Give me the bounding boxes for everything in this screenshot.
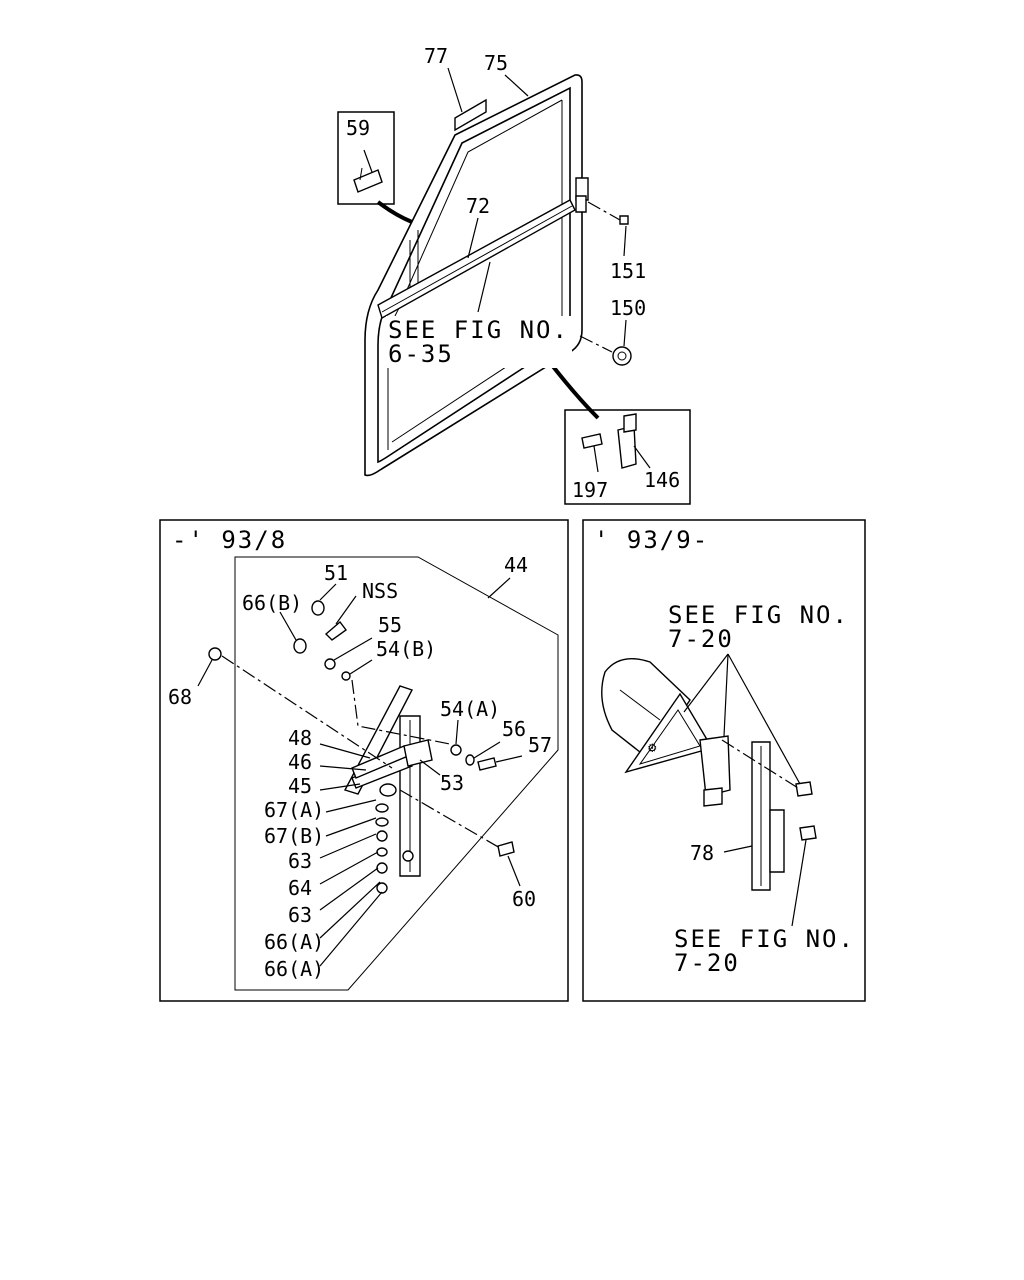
see-fig-7-20-bottom-line1: SEE FIG NO. — [674, 925, 855, 953]
callout-48: 48 — [288, 726, 312, 750]
callout-78: 78 — [690, 841, 714, 865]
callout-60: 60 — [512, 887, 536, 911]
callout-45: 45 — [288, 774, 312, 798]
see-fig-7-20-bottom-line2: 7-20 — [674, 949, 740, 977]
see-fig-7-20-top-line1: SEE FIG NO. — [668, 601, 849, 629]
left-panel: -' 93/8 44 51 NSS 66(B) 55 54(B) 68 54(A… — [159, 519, 569, 1002]
callout-53: 53 — [440, 771, 464, 795]
callout-75: 75 — [484, 51, 508, 75]
callout-67b: 67(B) — [264, 824, 324, 848]
callout-197: 197 — [572, 478, 608, 502]
callout-67a: 67(A) — [264, 798, 324, 822]
door-assembly — [364, 74, 632, 477]
period-label-right: ' 93/9- — [594, 526, 709, 554]
svg-text:⚙: ⚙ — [648, 740, 657, 756]
callout-51: 51 — [324, 561, 348, 585]
callout-66b: 66(B) — [242, 591, 302, 615]
period-label-left: -' 93/8 — [172, 526, 287, 554]
callout-54a: 54(A) — [440, 697, 500, 721]
callout-146: 146 — [644, 468, 680, 492]
callout-54b: 54(B) — [376, 637, 436, 661]
see-fig-6-35-line2: 6-35 — [388, 340, 454, 368]
callout-59: 59 — [346, 116, 370, 140]
callout-63-lower: 63 — [288, 903, 312, 927]
callout-151: 151 — [610, 259, 646, 283]
callout-72: 72 — [466, 194, 490, 218]
detail-box-59 — [337, 111, 395, 205]
callout-64: 64 — [288, 876, 312, 900]
callout-77: 77 — [424, 44, 448, 68]
callout-63-upper: 63 — [288, 849, 312, 873]
see-fig-7-20-top-line2: 7-20 — [668, 625, 734, 653]
callout-nss: NSS — [362, 579, 398, 603]
callout-44: 44 — [504, 553, 528, 577]
callout-56: 56 — [502, 717, 526, 741]
callout-66a-upper: 66(A) — [264, 930, 324, 954]
callout-46: 46 — [288, 750, 312, 774]
callout-66a-lower: 66(A) — [264, 957, 324, 981]
callout-68: 68 — [168, 685, 192, 709]
callout-55: 55 — [378, 613, 402, 637]
callout-57: 57 — [528, 733, 552, 757]
right-panel: ⚙ ' 93/9- SEE FIG NO. 7-20 78 SEE FIG NO… — [582, 519, 866, 1002]
callout-150: 150 — [610, 296, 646, 320]
detail-box-146 — [564, 409, 691, 505]
see-fig-6-35-line1: SEE FIG NO. — [388, 316, 569, 344]
